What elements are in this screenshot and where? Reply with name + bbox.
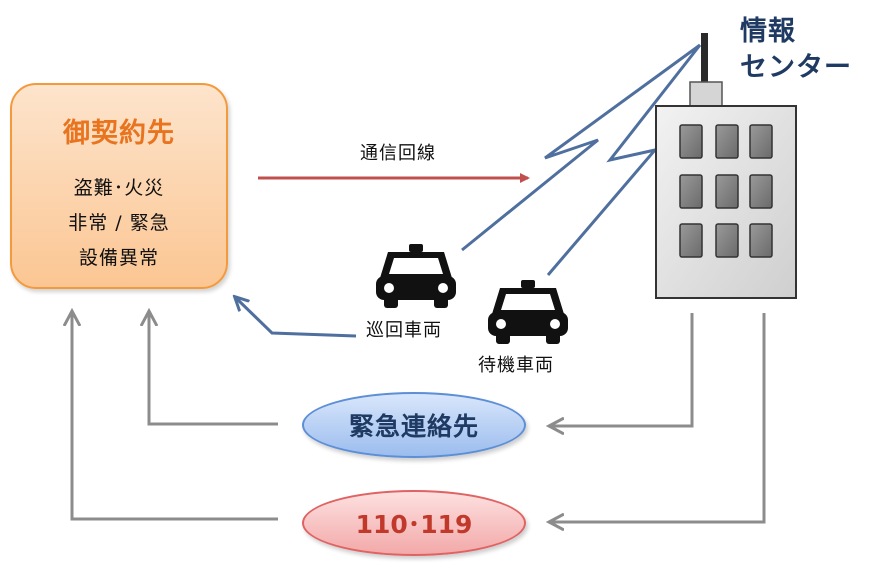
- antenna-icon: [689, 33, 723, 107]
- emergency-to-client-arrow: [149, 312, 278, 426]
- info-center-label: 情報 センター: [740, 14, 852, 86]
- signal-line-2: [546, 44, 702, 276]
- patrol-vehicle-label: 巡回車両: [366, 320, 442, 341]
- info-center-line2: センター: [740, 52, 852, 83]
- building-icon: [655, 105, 797, 299]
- client-box: 御契約先 盗難･火災 非常 / 緊急 設備異常: [10, 83, 228, 289]
- info-center-line1: 情報: [740, 16, 796, 47]
- client-title: 御契約先: [63, 118, 175, 149]
- police-fire-oval: 110･119: [302, 490, 526, 556]
- car-icon: [376, 244, 456, 308]
- car-icon: [488, 280, 568, 344]
- emergency-contact-label: 緊急連絡先: [348, 412, 479, 441]
- police-fire-label: 110･119: [355, 510, 473, 539]
- signal-line-1: [461, 43, 701, 252]
- comm-line-label: 通信回線: [360, 143, 436, 164]
- center-to-emergency-arrow: [550, 313, 694, 426]
- standby-vehicle-label: 待機車両: [478, 355, 554, 376]
- emergency-contact-oval: 緊急連絡先: [302, 392, 526, 458]
- client-line-equipment: 設備異常: [78, 247, 159, 269]
- center-to-police-arrow: [550, 313, 766, 522]
- client-line-theft-fire: 盗難･火災: [73, 177, 165, 199]
- client-line-emergency: 非常 / 緊急: [68, 212, 170, 234]
- patrol-arrow: [236, 298, 357, 338]
- police-to-client-arrow: [72, 312, 278, 521]
